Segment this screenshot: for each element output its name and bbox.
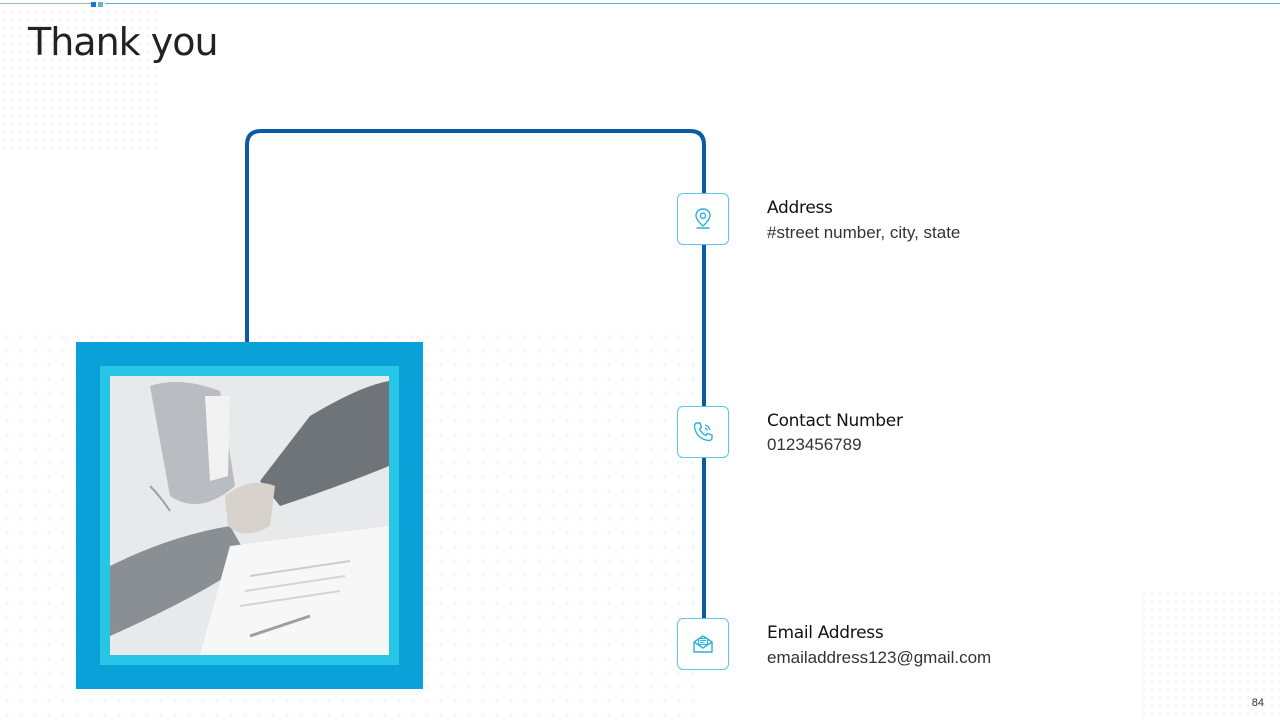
top-accent-square-dark xyxy=(91,2,96,7)
phone-icon xyxy=(693,422,713,442)
slide-title: Thank you xyxy=(28,20,219,64)
background-dot-pattern-right xyxy=(1140,590,1280,720)
contact-number-value: 0123456789 xyxy=(767,435,862,454)
email-address-label: Email Address xyxy=(767,623,884,643)
address-value: #street number, city, state xyxy=(767,223,961,242)
email-address-value: emailaddress123@gmail.com xyxy=(767,648,992,667)
top-rule-left xyxy=(0,3,92,4)
top-accent-square-light xyxy=(98,2,103,7)
top-rule xyxy=(105,3,1280,4)
email-icon-box xyxy=(677,618,729,670)
handshake-photo xyxy=(110,376,389,655)
address-label: Address xyxy=(767,198,833,218)
location-pin-icon xyxy=(695,208,711,229)
contact-number-label: Contact Number xyxy=(767,411,903,431)
background-dot-pattern-left xyxy=(0,0,160,150)
address-icon-box xyxy=(677,193,729,245)
page-number: 84 xyxy=(1251,697,1264,709)
envelope-icon xyxy=(693,635,713,653)
phone-icon-box xyxy=(677,406,729,458)
